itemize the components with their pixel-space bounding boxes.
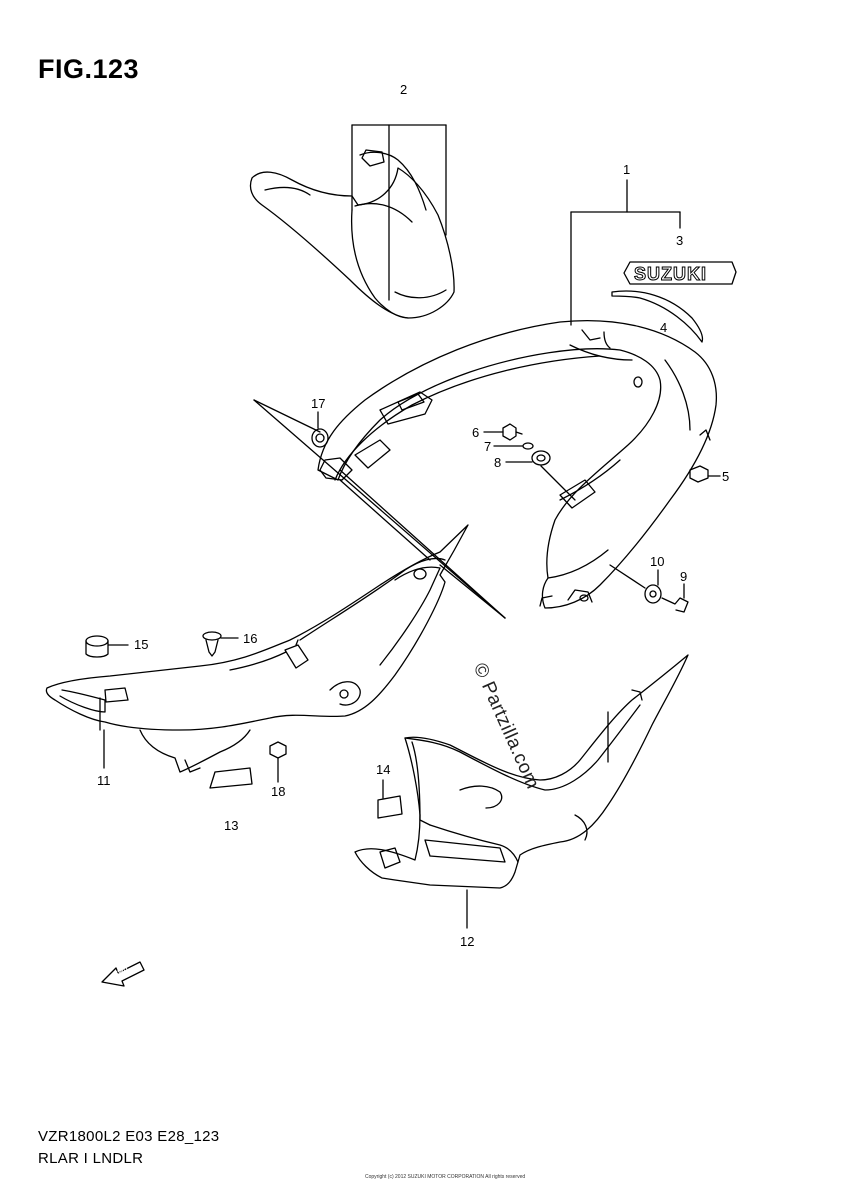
callout-2: 2 [400, 82, 408, 97]
callout-13: 13 [224, 818, 239, 833]
callout-18: 18 [271, 784, 286, 799]
part-5-clip-nut [689, 465, 721, 483]
callout-4: 4 [660, 320, 668, 335]
part-13-pad [209, 767, 253, 789]
callout-leaders [295, 639, 299, 646]
callout-16: 16 [243, 631, 258, 646]
model-code: VZR1800L2 E03 E28_123 [38, 1128, 220, 1145]
section-name: RLAR I LNDLR [38, 1150, 144, 1167]
part-17-grommet [311, 411, 329, 448]
callout-7: 7 [484, 439, 492, 454]
part-16-clip [202, 631, 239, 657]
callout-11: 11 [97, 773, 111, 788]
part-12-side-cover [354, 654, 689, 929]
part-2-front-fender [249, 124, 455, 319]
callout-1: 1 [623, 162, 631, 177]
decal-text: SUZUKI [634, 264, 707, 284]
part-3-decal: SUZUKI [623, 261, 737, 285]
part-15-cushion [85, 635, 129, 658]
callout-14: 14 [376, 762, 391, 777]
callout-3: 3 [676, 233, 684, 248]
part-14-tag [377, 779, 403, 819]
copyright-notice: Copyright (c) 2012 SUZUKI MOTOR CORPORAT… [365, 1174, 526, 1180]
callout-8: 8 [494, 455, 502, 470]
part-11-side-cover [45, 524, 469, 773]
leader-lines [253, 399, 506, 619]
callout-12: 12 [460, 934, 475, 949]
part-18-screw [269, 741, 287, 783]
callout-5: 5 [722, 469, 730, 484]
callout-17: 17 [311, 396, 326, 411]
callout-9: 9 [680, 569, 688, 584]
part-4-trim-strip [611, 290, 704, 343]
fwd-label: FWD [114, 966, 129, 978]
callout-10: 10 [650, 554, 665, 569]
figure-title: FIG.123 [38, 54, 140, 84]
part-1-leader [570, 179, 681, 326]
parts-6-7-8-fasteners [483, 423, 576, 501]
callout-6: 6 [472, 425, 480, 440]
part-1-rear-cowl [317, 319, 718, 609]
callout-15: 15 [134, 637, 149, 652]
fwd-arrow-icon: FWD [101, 961, 145, 987]
parts-9-10-bolt-washer [609, 564, 689, 613]
